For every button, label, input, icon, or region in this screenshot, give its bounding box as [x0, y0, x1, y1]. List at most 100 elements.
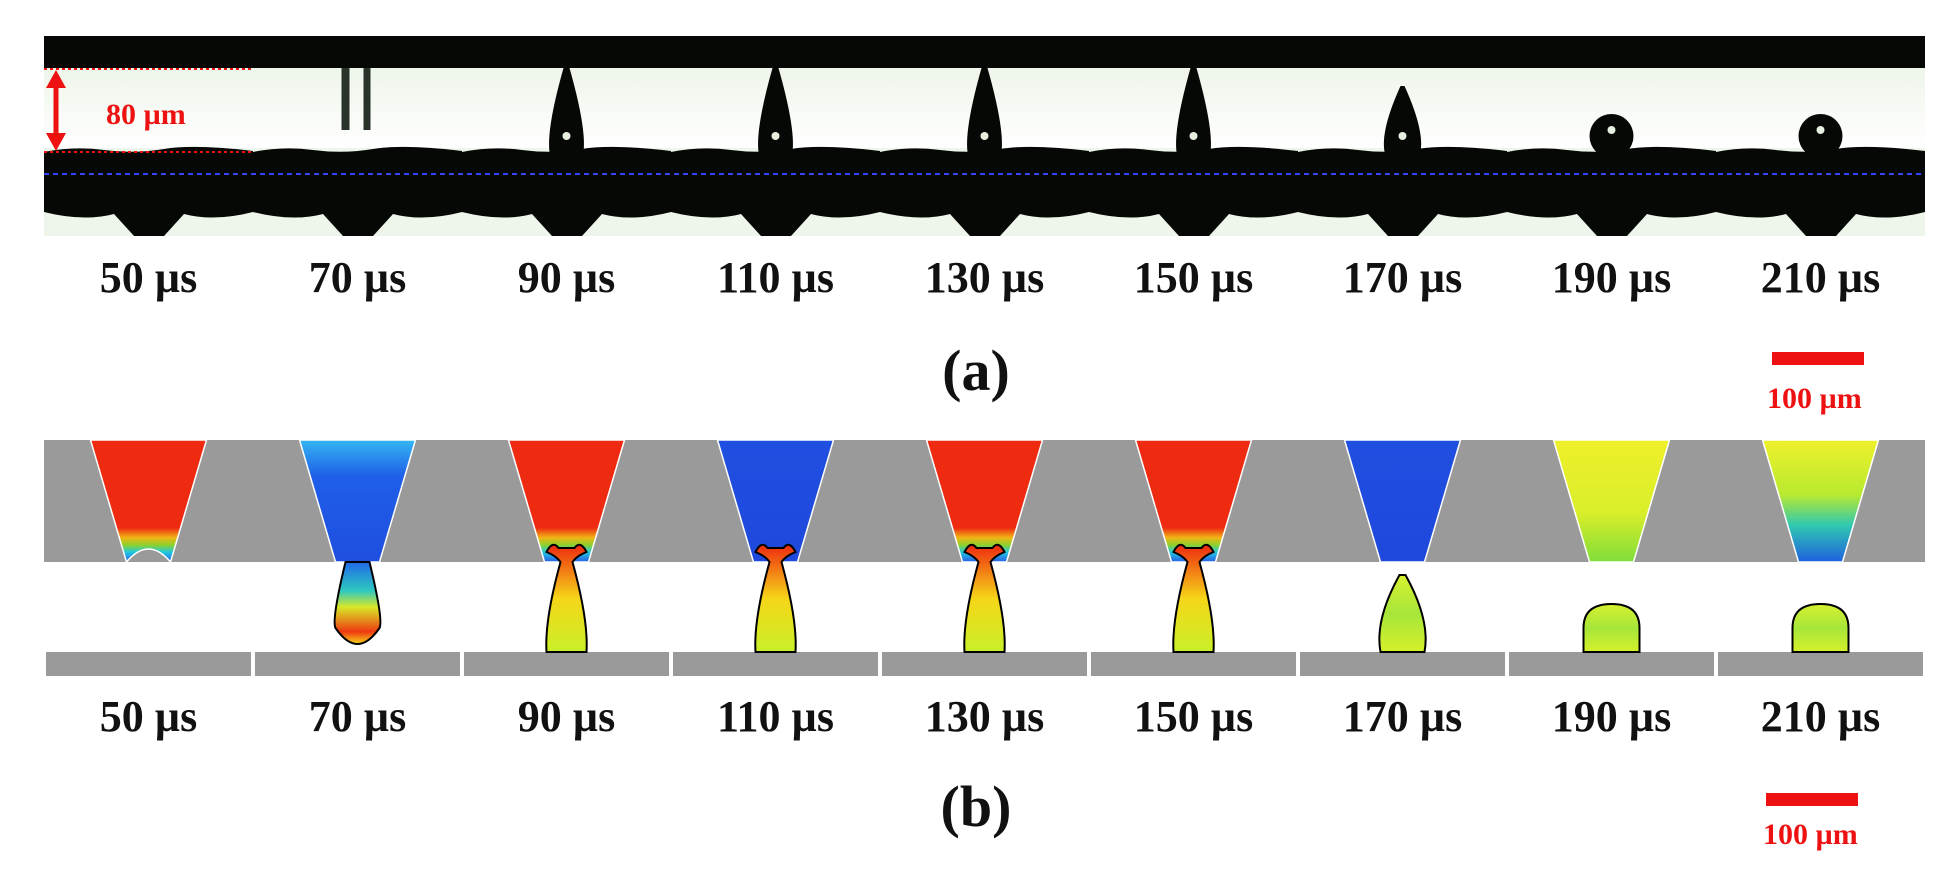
time-label: 190 µs	[1551, 692, 1672, 741]
panel-b-scale-label: 100 µm	[1763, 818, 1858, 851]
photo-frame	[671, 36, 880, 236]
droplet-highlight	[1816, 126, 1825, 134]
simulation-strip	[44, 439, 1925, 676]
substrate-shadow	[1507, 146, 1716, 236]
time-label: 90 µs	[517, 692, 616, 741]
substrate	[464, 652, 669, 676]
nozzle-shadow	[671, 36, 880, 68]
nozzle-liquid	[1343, 439, 1462, 563]
substrate-shadow	[462, 146, 671, 236]
arrow-head-up	[46, 70, 66, 88]
substrate	[1091, 652, 1296, 676]
droplet	[1791, 602, 1850, 653]
nozzle-liquid	[716, 439, 835, 563]
substrate-shadow	[1089, 146, 1298, 236]
droplet	[754, 543, 797, 653]
time-label: 110 µs	[716, 253, 835, 302]
photo-frame	[253, 36, 462, 236]
nozzle-liquid	[89, 439, 208, 564]
nozzle-shadow	[462, 36, 671, 68]
droplet-highlight	[1607, 126, 1616, 134]
substrate-shadow	[44, 146, 253, 236]
simulation-frame	[1507, 439, 1716, 676]
photo-frame	[1716, 36, 1925, 236]
substrate-shadow	[253, 146, 462, 236]
substrate-shadow	[1716, 146, 1925, 236]
nozzle-shadow	[1089, 36, 1298, 68]
simulation-frame	[1298, 439, 1507, 676]
liquid-column	[341, 68, 350, 130]
photo-frame	[880, 36, 1089, 236]
time-label: 70 µs	[308, 692, 407, 741]
liquid-column	[363, 68, 371, 130]
substrate	[255, 652, 460, 676]
photo-frame	[1507, 36, 1716, 236]
substrate	[1509, 652, 1714, 676]
simulation-frame	[462, 439, 671, 676]
scale-bar-a	[1772, 352, 1864, 365]
time-label: 190 µs	[1551, 253, 1672, 302]
droplet-highlight	[771, 132, 780, 140]
simulation-frame	[44, 439, 253, 676]
time-label: 90 µs	[517, 253, 616, 302]
nozzle-liquid	[1134, 439, 1253, 563]
nozzle-shadow	[1716, 36, 1925, 68]
time-label: 50 µs	[99, 253, 198, 302]
photo-frame	[462, 36, 671, 236]
panel-a-letter: (a)	[942, 338, 1010, 403]
droplet	[963, 543, 1006, 653]
scale-bar-b	[1766, 793, 1858, 806]
simulation-frame	[1089, 439, 1298, 676]
droplet	[758, 68, 793, 152]
time-label: 210 µs	[1760, 253, 1881, 302]
time-label: 170 µs	[1342, 692, 1463, 741]
arrow-head-down	[46, 133, 66, 151]
droplet-highlight	[980, 132, 989, 140]
droplet	[333, 561, 382, 645]
simulation-frame	[1716, 439, 1925, 676]
droplet	[1378, 574, 1427, 653]
nozzle-liquid	[507, 439, 626, 563]
substrate	[46, 652, 251, 676]
droplet	[1582, 602, 1641, 653]
panel-a-scale-label: 100 µm	[1767, 382, 1862, 415]
nozzle-liquid	[1761, 439, 1880, 563]
time-label: 150 µs	[1133, 692, 1254, 741]
nozzle-liquid	[1552, 439, 1671, 563]
droplet	[1172, 543, 1215, 653]
substrate	[1300, 652, 1505, 676]
substrate-shadow	[880, 146, 1089, 236]
droplet	[549, 68, 584, 152]
simulation-frame	[880, 439, 1089, 676]
photo-frame	[1089, 36, 1298, 236]
time-label: 50 µs	[99, 692, 198, 741]
measurement-label: 80 µm	[106, 98, 186, 131]
nozzle-liquid	[298, 439, 417, 563]
time-label: 210 µs	[1760, 692, 1881, 741]
gap-region	[44, 562, 253, 652]
time-label: 70 µs	[308, 253, 407, 302]
substrate-shadow	[671, 146, 880, 236]
simulation-frame	[671, 439, 880, 676]
droplet	[545, 543, 588, 653]
nozzle-shadow	[44, 36, 253, 68]
time-label: 150 µs	[1133, 253, 1254, 302]
gap-region	[253, 68, 462, 148]
time-label: 130 µs	[924, 692, 1045, 741]
gap-region	[44, 68, 253, 148]
nozzle-shadow	[1507, 36, 1716, 68]
time-label: 170 µs	[1342, 253, 1463, 302]
droplet-highlight	[1189, 132, 1198, 140]
droplet	[1383, 86, 1422, 152]
photo-strip	[44, 36, 1925, 236]
nozzle-shadow	[1298, 36, 1507, 68]
droplet-highlight	[1398, 132, 1407, 140]
droplet	[1798, 114, 1843, 158]
droplet	[1176, 68, 1211, 152]
photo-frame	[1298, 36, 1507, 236]
nozzle-shadow	[253, 36, 462, 68]
time-label: 110 µs	[716, 692, 835, 741]
droplet	[967, 68, 1002, 152]
time-label: 130 µs	[924, 253, 1045, 302]
